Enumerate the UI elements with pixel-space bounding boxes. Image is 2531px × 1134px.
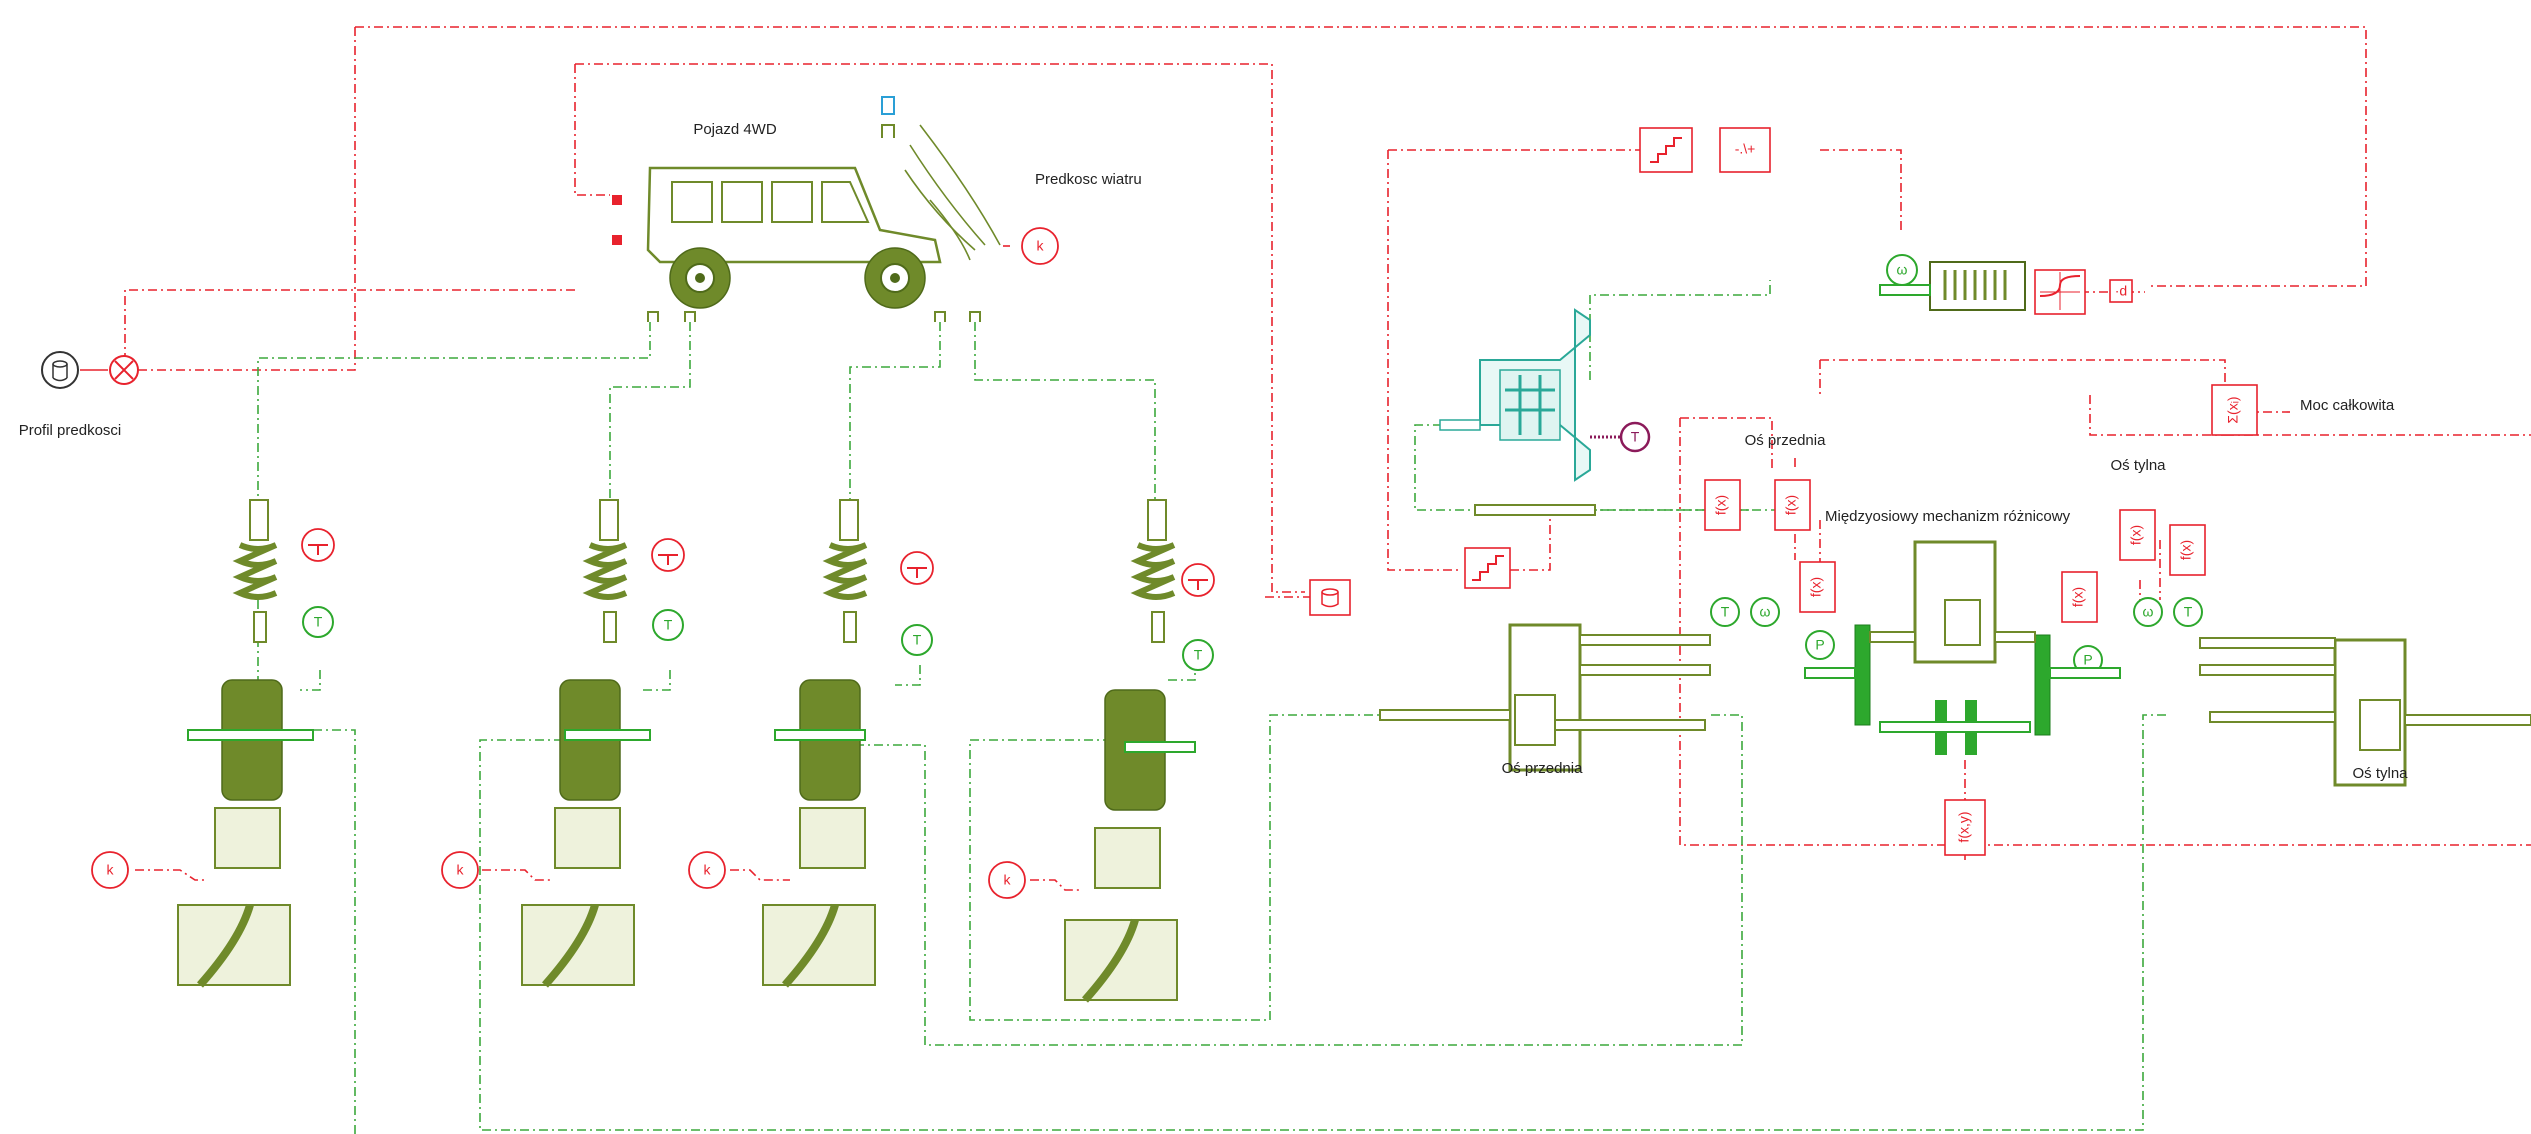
gain-block-rl[interactable]: k: [689, 852, 725, 888]
svg-text:ω: ω: [1760, 604, 1771, 620]
svg-text:k: k: [107, 862, 115, 878]
shaft-icon: [1475, 505, 1595, 515]
speed-profile-label: Profil predkosci: [19, 422, 122, 439]
car-4wd-icon[interactable]: [612, 168, 980, 322]
suspension-spring-icon: [240, 545, 276, 597]
electric-motor-icon[interactable]: ω: [1880, 255, 2025, 310]
svg-text:T: T: [913, 632, 922, 648]
svg-text:f(x): f(x): [2128, 525, 2144, 545]
differential-icon: [1945, 600, 1980, 645]
svg-text:k: k: [1037, 238, 1045, 254]
torque-source-icon[interactable]: T: [1590, 423, 1649, 451]
svg-text:f(x): f(x): [2070, 587, 2086, 607]
svg-text:T: T: [314, 614, 323, 630]
road-condition-icon: [800, 808, 865, 868]
quantizer-block[interactable]: [1640, 128, 1692, 172]
wheel-rear-left[interactable]: [763, 500, 875, 985]
svg-text:P: P: [1815, 637, 1824, 653]
fxy-block[interactable]: f(x,y): [1945, 800, 1985, 855]
svg-text:-.\+: -.\+: [1735, 141, 1756, 157]
saturation-block[interactable]: -.\+: [1720, 128, 1770, 172]
signal-lines: [125, 27, 2531, 890]
suspension-spring-icon: [590, 545, 626, 597]
power-sum-block[interactable]: Σ(xᵢ): [2212, 385, 2257, 435]
wheel-sensor-rl[interactable]: T: [901, 552, 933, 655]
road-condition-icon: [555, 808, 620, 868]
svg-text:f(x): f(x): [2178, 540, 2194, 560]
fx-block-3[interactable]: f(x): [1800, 562, 1835, 612]
svg-text:k: k: [704, 862, 712, 878]
road-track-icon: [1065, 920, 1177, 1000]
svg-text:T: T: [1631, 429, 1640, 445]
speed-profile-source-icon[interactable]: [42, 352, 78, 388]
front-axle[interactable]: [1380, 625, 1710, 770]
gearbox-icon[interactable]: [1440, 310, 1590, 480]
rear-axle-top-label: Oś tylna: [2110, 457, 2166, 474]
center-diff-label: Międzyosiowy mechanizm różnicowy: [1825, 508, 2071, 525]
gain-block-rr[interactable]: k: [989, 862, 1025, 898]
differential-icon: [2360, 700, 2400, 750]
gain-block-fr[interactable]: k: [442, 852, 478, 888]
svg-text:f(x,y): f(x,y): [1956, 811, 1972, 842]
suspension-spring-icon: [830, 545, 866, 597]
svg-text:·d: ·d: [2115, 283, 2127, 299]
wheel-sensor-fr[interactable]: T: [652, 539, 684, 640]
svg-text:f(x): f(x): [1783, 495, 1799, 515]
wheel-rear-right[interactable]: [1065, 500, 1195, 1000]
wheel-sensor-fl[interactable]: T: [302, 529, 334, 637]
fx-block-5[interactable]: f(x): [2120, 510, 2155, 560]
svg-text:f(x): f(x): [1808, 577, 1824, 597]
road-condition-icon: [1095, 828, 1160, 888]
mechanical-lines: [258, 280, 2170, 1134]
fx-block-4[interactable]: f(x): [2062, 572, 2097, 622]
svg-text:Σ(xᵢ): Σ(xᵢ): [2225, 396, 2241, 423]
vehicle-label: Pojazd 4WD: [693, 121, 777, 138]
road-condition-icon: [215, 808, 280, 868]
summing-junction-icon[interactable]: [110, 356, 138, 384]
svg-text:ω: ω: [1897, 262, 1908, 278]
fx-block-2[interactable]: f(x): [1775, 480, 1810, 530]
wheel-sensor-rr[interactable]: T: [1182, 564, 1214, 670]
svg-text:f(x): f(x): [1713, 495, 1729, 515]
data-store-icon[interactable]: [1310, 580, 1350, 615]
wind-speed-label: Predkosc wiatru: [1035, 171, 1142, 188]
front-axle-top-label: Oś przednia: [1745, 432, 1827, 449]
gain-block-fl[interactable]: k: [92, 852, 128, 888]
svg-text:T: T: [664, 617, 673, 633]
svg-text:k: k: [1004, 872, 1012, 888]
rear-axle[interactable]: [2200, 638, 2531, 785]
svg-text:k: k: [457, 862, 465, 878]
lookup-block[interactable]: [2035, 270, 2085, 314]
suspension-spring-icon: [1138, 545, 1174, 597]
rear-axle-bottom-label: Oś tylna: [2352, 765, 2408, 782]
svg-text:ω: ω: [2143, 604, 2154, 620]
fx-block-1[interactable]: f(x): [1705, 480, 1740, 530]
small-gain-block[interactable]: ·d: [2110, 280, 2132, 302]
wheel-front-right[interactable]: [522, 500, 650, 985]
svg-text:T: T: [1721, 604, 1730, 620]
front-axle-bottom-label: Oś przednia: [1502, 760, 1584, 777]
total-power-label: Moc całkowita: [2300, 397, 2395, 414]
svg-text:T: T: [2184, 604, 2193, 620]
svg-text:P: P: [2083, 652, 2092, 668]
wheel-front-left[interactable]: [178, 500, 313, 985]
fx-block-6[interactable]: f(x): [2170, 525, 2205, 575]
shift-schedule-block[interactable]: [1465, 548, 1510, 588]
svg-text:T: T: [1194, 647, 1203, 663]
differential-icon: [1515, 695, 1555, 745]
wind-gain-block[interactable]: k: [1022, 228, 1058, 264]
